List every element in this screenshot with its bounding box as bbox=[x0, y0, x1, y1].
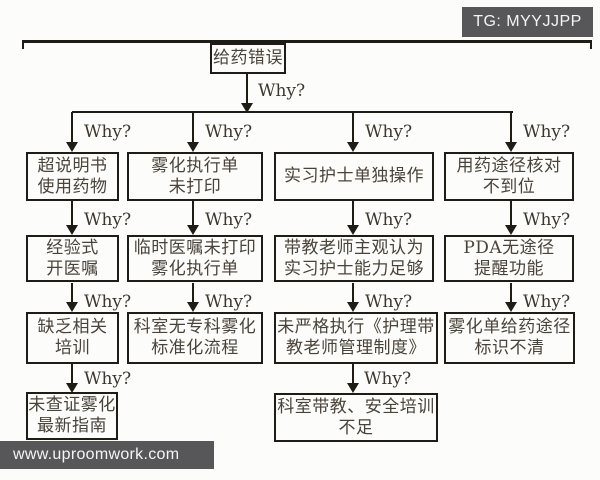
down-arrow-line bbox=[192, 201, 194, 226]
why-label: Why? bbox=[523, 210, 571, 230]
down-arrow-icon bbox=[347, 383, 359, 393]
down-arrow-line bbox=[71, 283, 73, 303]
why-label: Why? bbox=[205, 292, 253, 312]
why-label: Why? bbox=[84, 369, 132, 389]
down-arrow-icon bbox=[66, 383, 78, 393]
root-problem-box: 给药错误 bbox=[210, 43, 286, 74]
down-arrow-line bbox=[192, 112, 194, 143]
cause-box-col4-row1: 用药途径核对 不到位 bbox=[444, 152, 574, 201]
cause-box-col4-row3: 雾化单给药途径 标识不清 bbox=[444, 312, 575, 364]
down-arrow-icon bbox=[347, 142, 359, 152]
down-arrow-icon bbox=[187, 225, 199, 235]
cause-box-col3-row4: 科室带教、安全培训 不足 bbox=[274, 393, 438, 442]
cause-box-col1-row3: 缺乏相关 培训 bbox=[26, 312, 119, 364]
why-label: Why? bbox=[523, 122, 571, 142]
down-arrow-icon bbox=[505, 302, 517, 312]
down-arrow-line bbox=[352, 283, 354, 303]
cause-box-col1-row2: 经验式 开医嘱 bbox=[26, 235, 119, 282]
why-label: Why? bbox=[365, 292, 413, 312]
cause-box-col1-row4: 未查证雾化 最新指南 bbox=[26, 392, 118, 440]
down-arrow-line bbox=[352, 201, 354, 226]
down-arrow-icon bbox=[347, 302, 359, 312]
down-arrow-line bbox=[510, 283, 512, 303]
cause-box-col3-row2: 带教老师主观认为 实习护士能力足够 bbox=[274, 235, 434, 282]
site-watermark-banner: www.uproomwork.com bbox=[0, 441, 214, 469]
down-arrow-line bbox=[352, 364, 354, 383]
down-arrow-line bbox=[510, 112, 512, 143]
down-arrow-icon bbox=[66, 225, 78, 235]
down-arrow-icon bbox=[347, 225, 359, 235]
down-arrow-icon bbox=[187, 142, 199, 152]
top-rule-right-tick bbox=[590, 40, 592, 49]
down-arrow-icon bbox=[66, 302, 78, 312]
tg-watermark-banner: TG: MYYJJPP bbox=[462, 7, 593, 37]
down-arrow-icon bbox=[505, 142, 517, 152]
cause-box-col4-row2: PDA无途径 提醒功能 bbox=[444, 235, 574, 282]
why-label: Why? bbox=[84, 122, 132, 142]
why-label: Why? bbox=[84, 210, 132, 230]
why-label: Why? bbox=[84, 292, 132, 312]
down-arrow-line bbox=[352, 112, 354, 143]
down-arrow-line bbox=[71, 201, 73, 226]
top-rule-left-tick bbox=[22, 40, 24, 49]
why-label: Why? bbox=[523, 292, 571, 312]
why-label: Why? bbox=[258, 81, 306, 101]
why-label: Why? bbox=[205, 210, 253, 230]
why-label: Why? bbox=[364, 369, 412, 389]
cause-box-col3-row1: 实习护士单独操作 bbox=[274, 152, 434, 201]
cause-box-col1-row1: 超说明书 使用药物 bbox=[26, 152, 119, 201]
down-arrow-line bbox=[71, 364, 73, 383]
why-label: Why? bbox=[205, 122, 253, 142]
why-label: Why? bbox=[365, 210, 413, 230]
down-arrow-icon bbox=[241, 103, 253, 113]
down-arrow-icon bbox=[66, 142, 78, 152]
top-rule-line bbox=[22, 40, 592, 43]
why-label: Why? bbox=[365, 122, 413, 142]
cause-box-col2-row2: 临时医嘱未打印 雾化执行单 bbox=[127, 235, 263, 282]
down-arrow-icon bbox=[187, 302, 199, 312]
cause-box-col2-row3: 科室无专科雾化 标准化流程 bbox=[127, 312, 263, 364]
down-arrow-line bbox=[246, 74, 248, 104]
down-arrow-icon bbox=[505, 225, 517, 235]
cause-box-col2-row1: 雾化执行单 未打印 bbox=[127, 152, 263, 201]
down-arrow-line bbox=[192, 283, 194, 303]
branch-line bbox=[72, 111, 513, 113]
down-arrow-line bbox=[510, 201, 512, 226]
down-arrow-line bbox=[71, 112, 73, 143]
cause-box-col3-row3: 未严格执行《护理带 教老师管理制度》 bbox=[274, 312, 438, 364]
